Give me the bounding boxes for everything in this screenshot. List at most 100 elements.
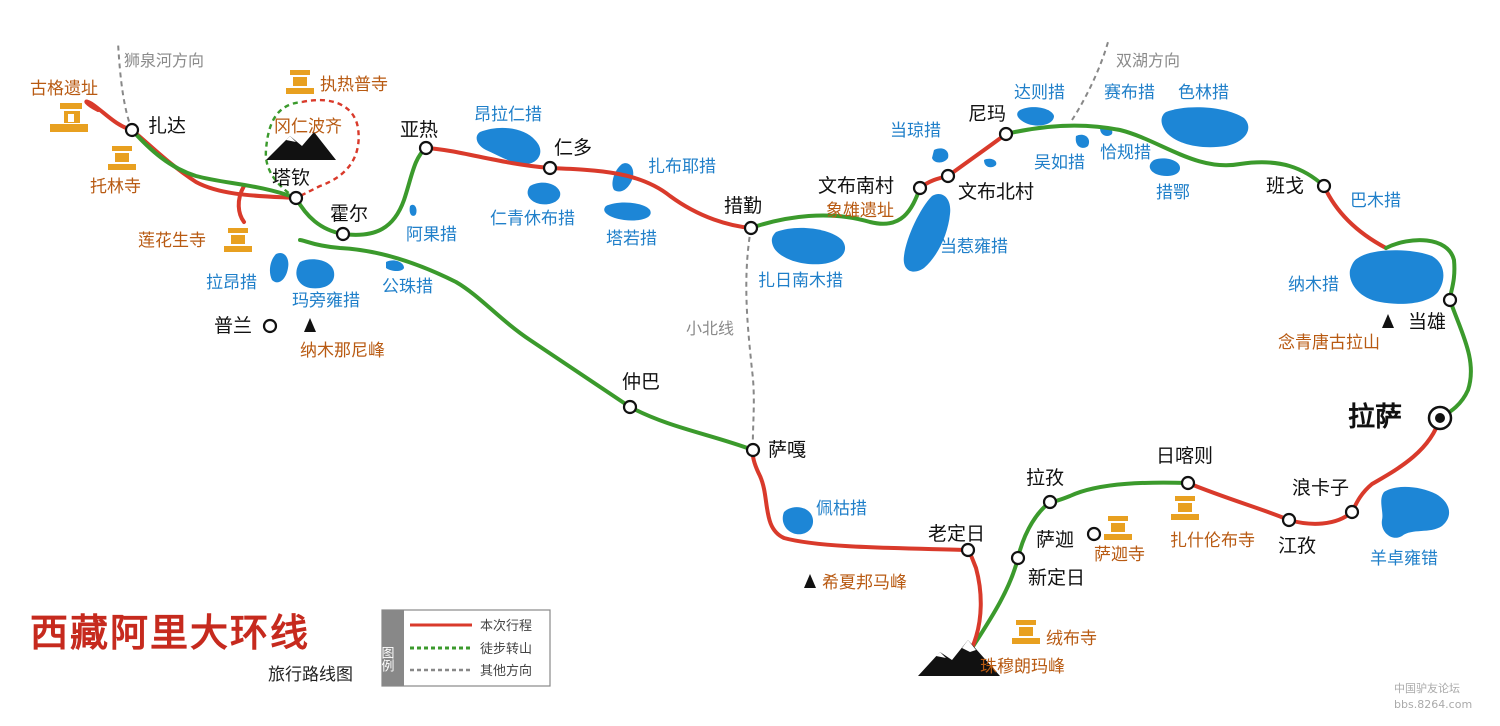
label-taruo: 塔若措 [606,229,657,249]
lake-selin-shape [1161,107,1249,148]
mountains-layer [266,132,1394,676]
lake-dangrueyong-shape [903,194,951,272]
temple-zhirepu-icon [286,70,314,94]
label-langkazi: 浪卡子 [1292,477,1349,499]
label-pulan: 普兰 [214,315,252,337]
node-bange [1316,178,1332,194]
route-green-taqin-yare [294,146,428,237]
legend-label-trip: 本次行程 [480,618,532,634]
label-rongbusi: 绒布寺 [1046,629,1097,649]
route-green-rikaze-lazi [1048,480,1190,504]
label-sajiasi: 萨迦寺 [1094,545,1145,565]
label-xiaobei-line: 小北线 [686,319,734,338]
route-red-yare-cuoqin [424,146,753,230]
lake-mapang-shape [296,259,335,289]
label-qiagui: 恰规措 [1100,143,1151,163]
watermark: 中国驴友论坛 bbs.8264.com [1394,681,1472,711]
label-sajia: 萨迦 [1036,529,1074,551]
lake-laang-shape [269,252,289,283]
lake-zharinanmu-shape [771,227,846,265]
mount-everest-icon [918,640,1000,676]
node-lazi [1042,494,1058,510]
temple-guge-icon [50,103,88,132]
route-xiaobei-line [745,227,755,451]
label-xixiabangma: 希夏邦马峰 [822,573,907,593]
label-bamu: 巴木措 [1350,191,1401,211]
peak-namunani-icon [304,318,316,332]
lake-taruo-shape [604,202,651,221]
label-angla: 昂拉仁措 [474,105,542,125]
route-red-laodingri-saga [750,448,970,552]
node-lasa-capital [1427,405,1453,431]
lake-cuoe-shape [1149,158,1180,176]
label-selin: 色林措 [1178,83,1229,103]
node-dangxiong [1442,292,1458,308]
watermark-line2: bbs.8264.com [1394,698,1472,711]
label-zhabuye: 扎布耶措 [648,157,716,177]
legend-label-trek: 徒步转山 [480,642,532,657]
label-cuoe: 措鄂 [1156,183,1190,203]
label-huoer: 霍尔 [330,203,368,225]
lake-dangqiong-shape [932,148,949,163]
label-shiquanhe-direction: 狮泉河方向 [124,51,204,70]
label-dangqiong: 当琼措 [890,121,941,141]
label-lianhuasheng: 莲花生寺 [138,231,206,251]
lake-peiku-shape [782,507,814,535]
label-wuru: 吴如措 [1034,153,1085,173]
route-red-bange-namu [1322,184,1388,250]
label-peiku: 佩枯措 [816,499,867,519]
node-langkazi [1344,504,1360,520]
node-laodingri [960,542,976,558]
node-zhada [124,122,140,138]
label-tuolin: 托林寺 [90,177,141,197]
main-route-layer [84,99,1473,650]
kora-green-segment [264,100,303,200]
lake-angla-shape [476,127,541,165]
lake-zhabuye-shape [612,163,634,192]
route-red-lasa-jiangzi [1287,416,1442,526]
lake-saibu-shape [1075,134,1090,148]
node-pulan [262,318,278,334]
node-yare [418,140,434,156]
node-jiangzi [1281,512,1297,528]
label-gangrenboqi: 冈仁波齐 [274,117,342,137]
legend-header: 图例 [379,646,395,673]
label-dangxiong: 当雄 [1408,311,1446,333]
label-renduo: 仁多 [554,137,592,159]
kora-layer [264,98,360,200]
lake-wuru-shape [984,158,997,168]
node-nima [998,126,1014,142]
route-green-cuoqin-wenbu [749,186,922,230]
label-nianqing: 念青唐古拉山 [1278,332,1380,353]
node-saga [745,442,761,458]
label-cuoqin: 措勤 [724,195,762,217]
node-wenbubeicun [940,168,956,184]
map-subtitle: 旅行路线图 [268,665,353,685]
route-red-jiangzi-rikaze [1186,481,1291,522]
lake-labels: 昂拉仁措 仁青休布措 扎布耶措 塔若措 阿果措 公珠措 拉昂措 玛旁雍措 扎日南… [206,82,1438,569]
label-gongzhu: 公珠措 [382,277,433,297]
kora-red-segment [295,98,360,200]
label-wenbubeicun: 文布北村 [958,181,1034,203]
label-zhada: 扎达 [148,115,186,137]
label-bange: 班戈 [1266,175,1304,197]
label-saga: 萨嘎 [768,439,806,461]
route-red-lianhuasheng-spur [236,184,246,224]
label-aguo: 阿果措 [406,225,457,245]
watermark-line1: 中国驴友论坛 [1394,681,1460,695]
label-guge: 古格遗址 [30,79,98,99]
node-xindingri [1010,550,1026,566]
label-laang: 拉昂措 [206,273,257,293]
lake-yangzhuoyong-shape [1381,486,1450,538]
label-taqin: 塔钦 [272,167,310,189]
node-renduo [542,160,558,176]
temple-zhashilunbu-icon [1171,496,1199,520]
node-taqin [288,190,304,206]
label-namunani: 纳木那尼峰 [300,341,385,361]
label-xiangxiong: 象雄遗址 [826,201,894,221]
peak-nianqing-icon [1382,314,1394,328]
direction-labels: 狮泉河方向 双湖方向 小北线 [124,51,1180,338]
temple-lianhuasheng-icon [224,228,252,252]
label-nima: 尼玛 [968,103,1006,125]
route-red-everest-laodingri [966,548,983,650]
